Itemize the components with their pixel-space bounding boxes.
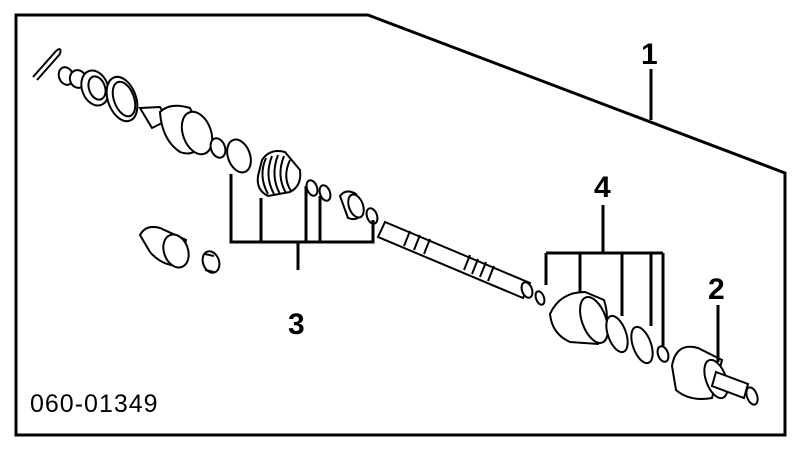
callout-1: 1 — [641, 38, 658, 71]
callout-2: 2 — [708, 273, 725, 306]
inner-joint-housing — [138, 225, 190, 269]
callout-4: 4 — [594, 171, 611, 204]
boot-clamp-c — [656, 345, 670, 363]
callout-3: 3 — [288, 308, 305, 341]
axle-nut — [80, 69, 110, 107]
clamp-ring-2 — [226, 138, 252, 174]
circlip — [365, 207, 379, 225]
grease-fitting — [201, 250, 221, 274]
center-shaft — [376, 220, 534, 300]
boot-clamp-a — [605, 314, 629, 354]
part-number-label: 060-01349 — [30, 390, 159, 418]
inner-cv-joint — [670, 345, 759, 406]
shaft-end-ring — [534, 290, 546, 306]
cotter-pin — [32, 48, 62, 81]
snap-ring — [105, 75, 139, 123]
diagram-frame — [14, 13, 787, 437]
outer-cv-joint — [138, 104, 214, 156]
leader-lines — [229, 69, 720, 362]
boot-clamp-b — [630, 325, 654, 365]
inner-boot — [548, 290, 609, 346]
outer-boot — [256, 150, 302, 198]
clamp-ring-1 — [209, 137, 227, 159]
inner-race — [338, 190, 365, 221]
boot-ring-2 — [318, 184, 332, 202]
